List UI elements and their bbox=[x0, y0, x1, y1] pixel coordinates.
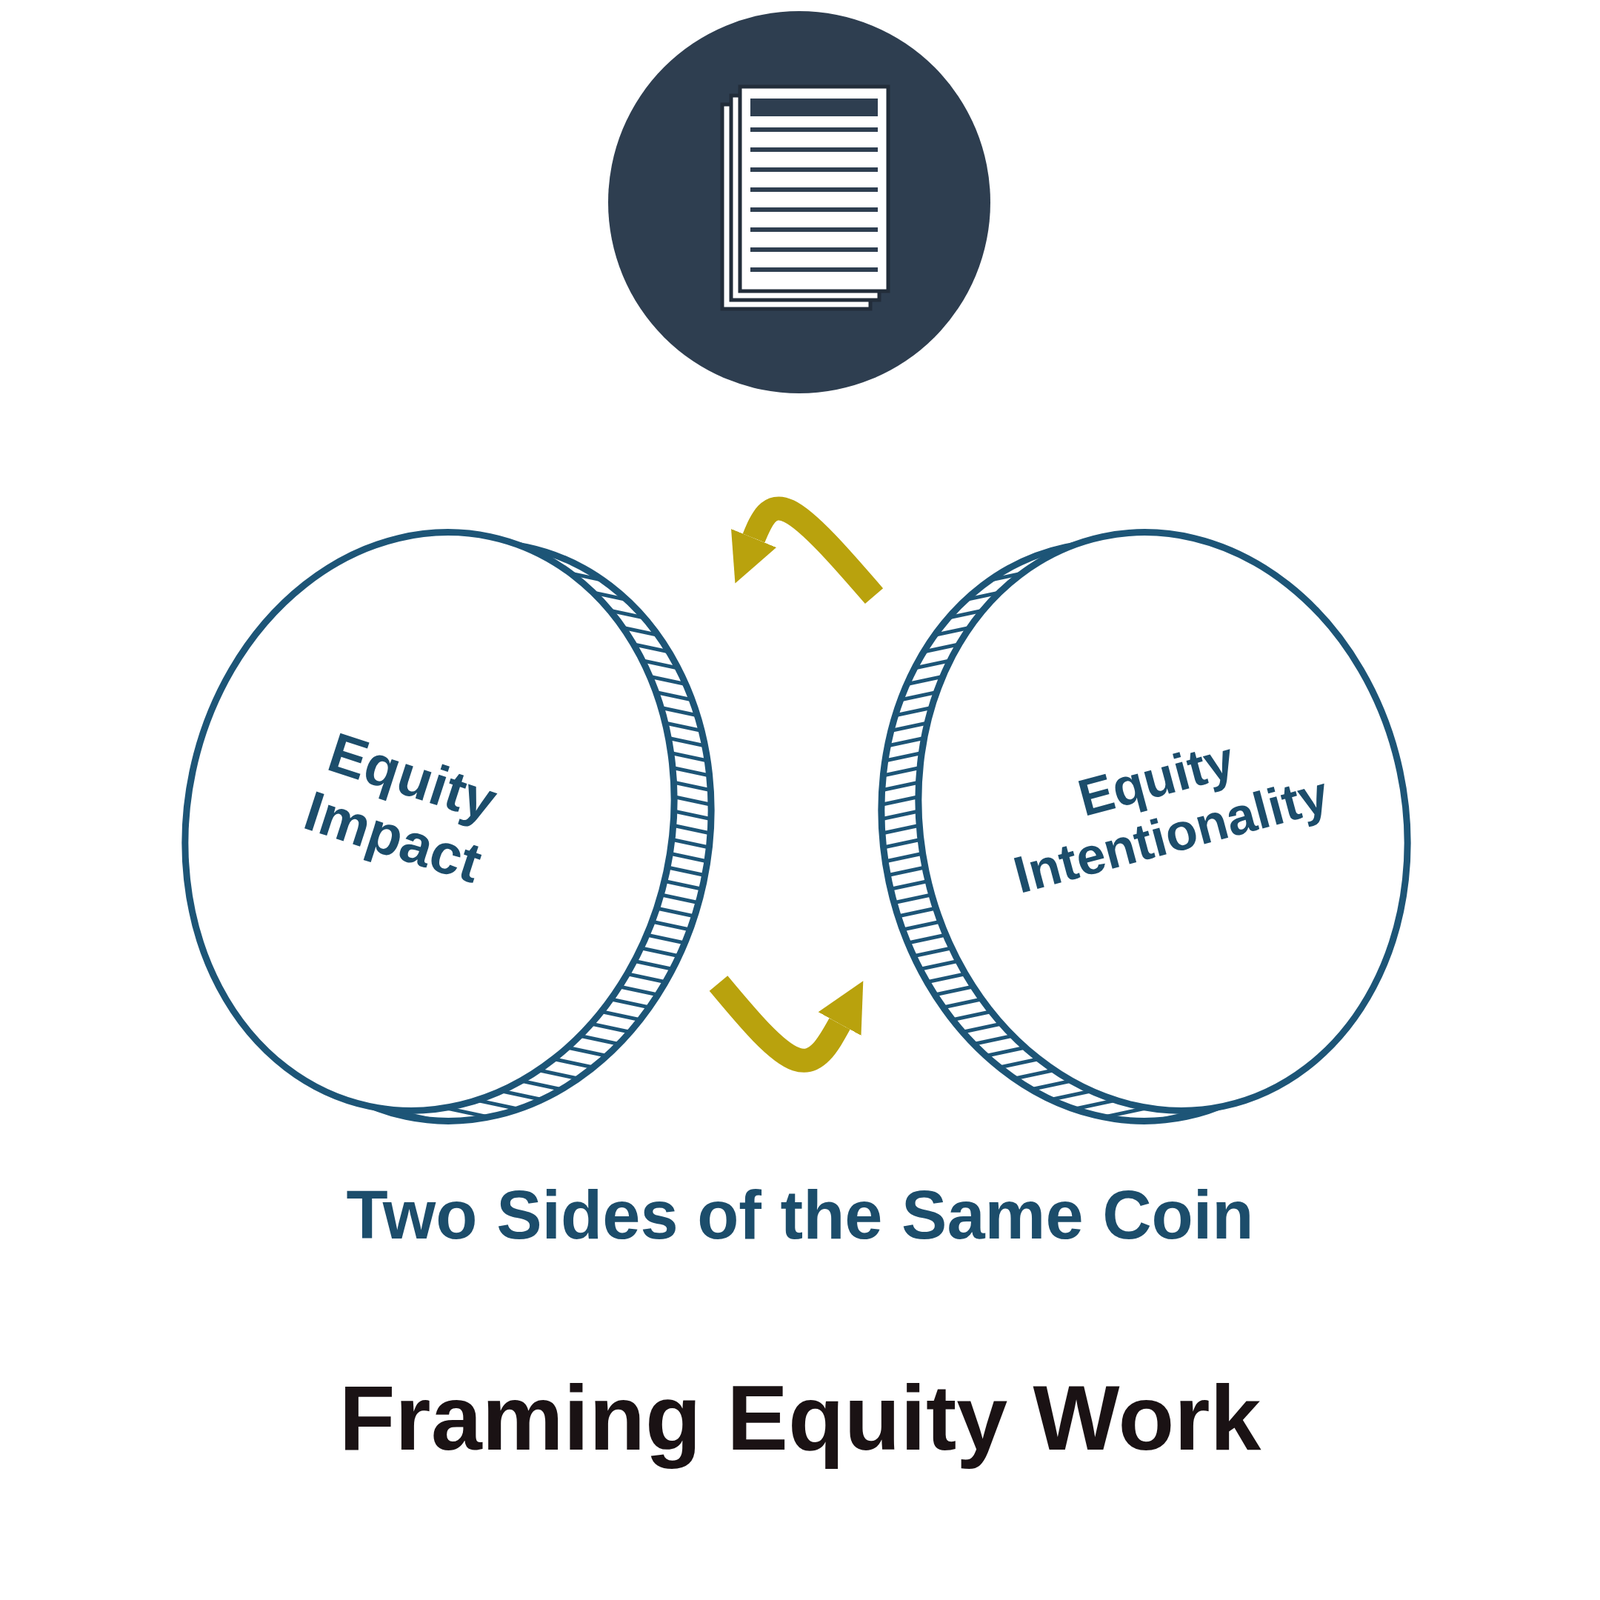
document-line bbox=[750, 147, 878, 152]
document-line bbox=[750, 207, 878, 212]
title-text-row: Framing Equity Work bbox=[0, 1362, 1600, 1474]
icon-circle bbox=[608, 11, 991, 394]
document-line bbox=[750, 247, 878, 252]
document-line bbox=[750, 167, 878, 172]
coin-node: Equity Intentionality bbox=[874, 522, 1415, 1138]
document-line bbox=[750, 127, 878, 132]
cycle-arrow bbox=[718, 983, 840, 1061]
cycle-arrow bbox=[754, 508, 875, 596]
coin-face bbox=[865, 486, 1460, 1158]
document-line bbox=[750, 227, 878, 232]
caption-text: Two Sides of the Same Coin bbox=[345, 1177, 1254, 1253]
title-text: Framing Equity Work bbox=[339, 1366, 1262, 1469]
document-line bbox=[750, 267, 878, 272]
document-icon bbox=[722, 86, 889, 309]
coin-face bbox=[131, 486, 727, 1158]
caption-text-row: Two Sides of the Same Coin bbox=[0, 1174, 1600, 1256]
document-line bbox=[750, 187, 878, 192]
coin-node: Equity Impact bbox=[177, 522, 719, 1138]
